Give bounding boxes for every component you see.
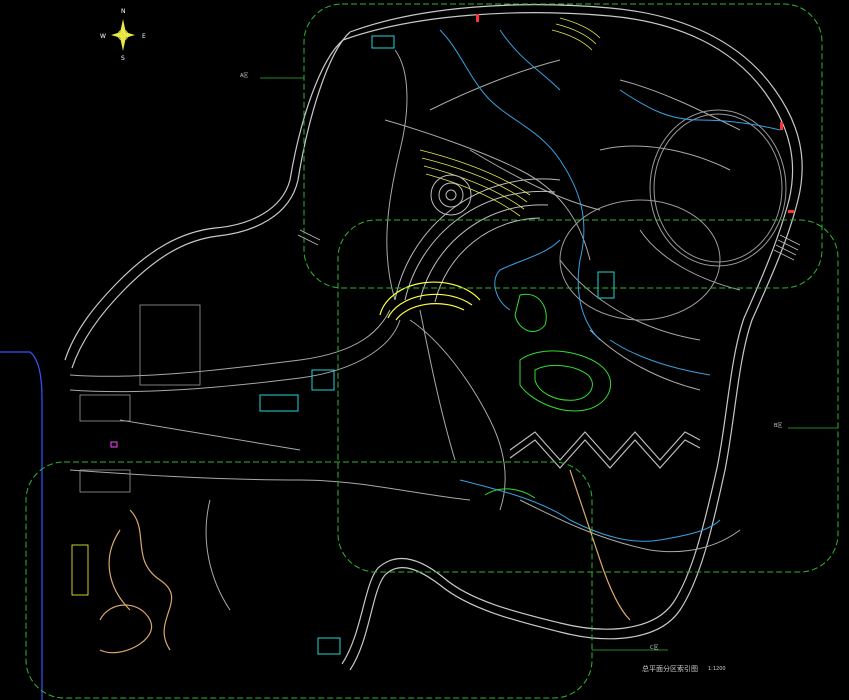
- drawing-title: 总平面分区索引图: [642, 665, 698, 673]
- compass-south-label: S: [121, 55, 125, 62]
- zone-leader-lines: [260, 77, 838, 651]
- round-plaza: [430, 174, 472, 216]
- site-boundary: [0, 351, 43, 700]
- compass-rose-icon: [111, 19, 135, 51]
- drawing-scale: 1:1200: [708, 666, 726, 672]
- zone-boundaries: [25, 3, 839, 699]
- compass-north-label: N: [121, 8, 126, 15]
- compass-east-label: E: [142, 33, 146, 40]
- compass-west-label: W: [100, 33, 106, 40]
- loop-path: [559, 109, 787, 321]
- zone-a-boundary: [303, 3, 823, 289]
- zone-b-boundary: [337, 219, 839, 573]
- zone-c-boundary: [25, 461, 593, 699]
- parking-lots: [71, 304, 201, 596]
- fountain-marker: [110, 441, 118, 448]
- zone-b-label: B区: [774, 423, 783, 429]
- buildings: [259, 35, 615, 655]
- planting-areas: [484, 293, 612, 499]
- garden-paths: [99, 469, 631, 654]
- inner-roads: [69, 49, 741, 611]
- zone-c-label: C区: [650, 645, 659, 651]
- outer-road: [64, 4, 803, 671]
- zone-a-label: A区: [240, 73, 249, 79]
- yellow-plaza: [379, 281, 481, 321]
- markers: [476, 14, 794, 213]
- amphitheatre-seating: [419, 17, 601, 217]
- water-streams: [439, 29, 781, 542]
- steps: [297, 229, 801, 261]
- zigzag-walkway: [509, 431, 701, 469]
